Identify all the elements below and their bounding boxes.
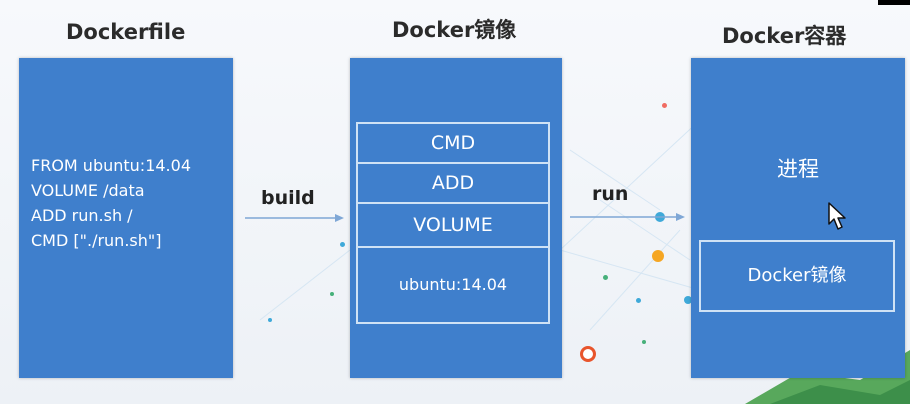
dockerfile-line: FROM ubuntu:14.04 [31, 156, 191, 175]
build-label: build [261, 187, 315, 209]
decor-dot [340, 242, 345, 247]
decor-dot [642, 340, 646, 344]
container-image-box: Docker镜像 [699, 240, 895, 312]
image-layer-volume: VOLUME [356, 202, 550, 248]
corner-bar [878, 0, 910, 5]
docker-container-heading: Docker容器 [722, 24, 847, 48]
run-arrow [570, 213, 685, 221]
decor-dot [603, 275, 608, 280]
dockerfile-panel: FROM ubuntu:14.04 VOLUME /data ADD run.s… [19, 58, 233, 378]
image-layer-cmd: CMD [356, 122, 550, 164]
decor-dot [330, 292, 334, 296]
decor-dot [652, 250, 664, 262]
mouse-cursor-icon [828, 202, 846, 230]
docker-container-panel: 进程 Docker镜像 [691, 58, 905, 378]
dockerfile-heading: Dockerfile [66, 20, 186, 44]
container-process-label: 进程 [777, 157, 819, 181]
docker-image-panel: CMD ADD VOLUME ubuntu:14.04 [350, 58, 562, 378]
docker-image-heading: Docker镜像 [392, 18, 517, 42]
dockerfile-line: CMD ["./run.sh"] [31, 231, 162, 250]
dockerfile-line: ADD run.sh / [31, 206, 133, 225]
build-arrow [245, 214, 344, 222]
image-layer-add: ADD [356, 162, 550, 204]
decor-dot [662, 103, 667, 108]
dockerfile-content: FROM ubuntu:14.04 VOLUME /data ADD run.s… [31, 153, 191, 253]
decor-dot [268, 318, 272, 322]
dockerfile-line: VOLUME /data [31, 181, 145, 200]
decor-dot [636, 298, 641, 303]
image-layer-base: ubuntu:14.04 [356, 246, 550, 324]
decor-dot [580, 346, 596, 362]
run-label: run [592, 183, 629, 205]
decor-dot [684, 296, 692, 304]
